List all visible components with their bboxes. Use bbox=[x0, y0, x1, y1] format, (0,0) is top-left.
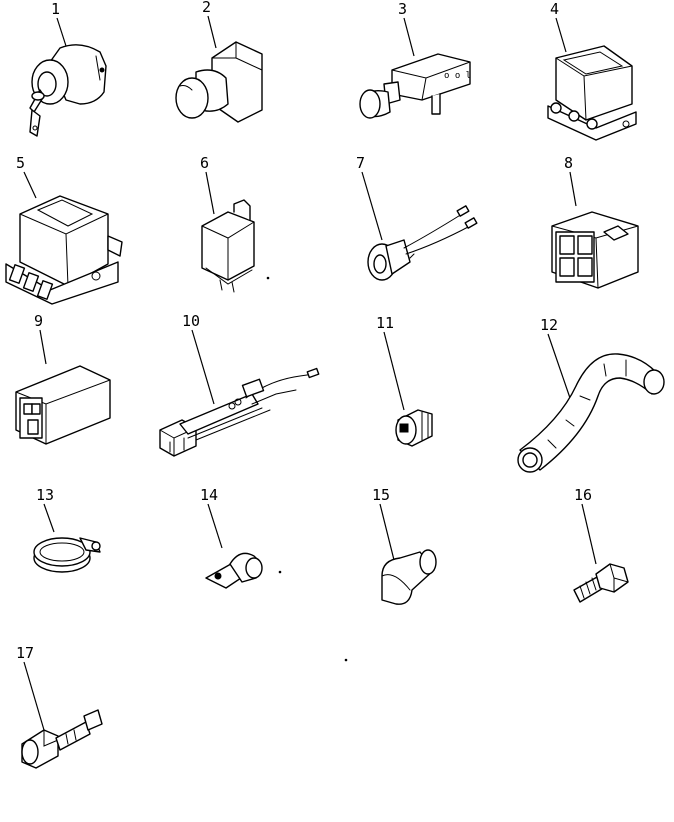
leader-line bbox=[43, 503, 55, 533]
callout-11: 11 bbox=[376, 314, 394, 332]
part-13[interactable]: 13 bbox=[33, 486, 101, 573]
relay-icon bbox=[201, 199, 255, 293]
part-11[interactable]: 11 bbox=[376, 314, 433, 447]
part-15[interactable]: 15 bbox=[372, 486, 437, 605]
wire-clip-icon bbox=[205, 552, 263, 589]
connector-4pin-icon bbox=[551, 211, 639, 289]
callout-9: 9 bbox=[34, 312, 43, 330]
callout-3: 3 bbox=[398, 0, 407, 18]
hose-icon bbox=[517, 353, 665, 473]
part-10[interactable]: 10 bbox=[159, 312, 320, 457]
callout-5: 5 bbox=[16, 154, 25, 172]
leader-line bbox=[207, 15, 217, 49]
callout-10: 10 bbox=[182, 312, 200, 330]
speck bbox=[278, 570, 282, 574]
leader-line bbox=[23, 661, 45, 731]
pull-switch-icon: o o l bbox=[359, 53, 471, 119]
callout-4: 4 bbox=[550, 0, 559, 18]
sender-plug-icon bbox=[395, 409, 433, 447]
callout-16: 16 bbox=[574, 486, 592, 504]
relay-box-icon bbox=[547, 45, 637, 141]
part-14[interactable]: 14 bbox=[200, 486, 263, 589]
part-9[interactable]: 9 bbox=[15, 312, 111, 445]
leader-line bbox=[547, 333, 571, 399]
hose-clamp-icon bbox=[33, 537, 101, 573]
leader-line bbox=[23, 171, 37, 199]
callout-15: 15 bbox=[372, 486, 390, 504]
leader-line bbox=[555, 17, 567, 53]
speck bbox=[344, 658, 348, 662]
pressure-switch-icon bbox=[21, 709, 103, 769]
part-2[interactable]: 2 bbox=[175, 0, 263, 123]
leader-line bbox=[205, 171, 215, 215]
lamp-socket-icon bbox=[367, 205, 478, 281]
part-1[interactable]: 1 bbox=[29, 0, 107, 137]
part-7[interactable]: 7 bbox=[356, 154, 478, 281]
part-16[interactable]: 16 bbox=[573, 486, 629, 603]
push-button-switch-icon bbox=[175, 41, 263, 123]
leader-line bbox=[56, 17, 67, 47]
callout-12: 12 bbox=[540, 316, 558, 334]
leader-line bbox=[361, 171, 383, 241]
leader-line bbox=[191, 329, 215, 405]
leader-line bbox=[207, 503, 223, 549]
part-12[interactable]: 12 bbox=[517, 316, 665, 473]
connector-2pin-icon bbox=[15, 365, 111, 445]
part-4[interactable]: 4 bbox=[547, 0, 637, 141]
part-8[interactable]: 8 bbox=[551, 154, 639, 289]
wiring-harness-icon bbox=[159, 367, 320, 457]
leader-line bbox=[569, 171, 577, 207]
part-17[interactable]: 17 bbox=[16, 644, 103, 769]
callout-1: 1 bbox=[51, 0, 60, 18]
leader-line bbox=[39, 329, 47, 365]
regulator-icon bbox=[5, 195, 123, 305]
callout-7: 7 bbox=[356, 154, 365, 172]
leader-line bbox=[379, 503, 395, 561]
callout-2: 2 bbox=[202, 0, 211, 16]
callout-8: 8 bbox=[564, 154, 573, 172]
leader-line bbox=[383, 331, 405, 411]
callout-6: 6 bbox=[200, 154, 209, 172]
leader-line bbox=[581, 503, 597, 565]
svg-text:o o l: o o l bbox=[444, 71, 471, 81]
part-5[interactable]: 5 bbox=[5, 154, 123, 305]
ignition-key-switch-icon bbox=[29, 44, 107, 137]
part-6[interactable]: 6 bbox=[200, 154, 255, 293]
speck bbox=[266, 276, 270, 280]
callout-13: 13 bbox=[36, 486, 54, 504]
leader-line bbox=[403, 17, 415, 57]
callout-14: 14 bbox=[200, 486, 218, 504]
part-3[interactable]: 3 o o l bbox=[359, 0, 471, 119]
bolt-icon bbox=[573, 563, 629, 603]
callout-17: 17 bbox=[16, 644, 34, 662]
rubber-cap-icon bbox=[381, 549, 437, 605]
